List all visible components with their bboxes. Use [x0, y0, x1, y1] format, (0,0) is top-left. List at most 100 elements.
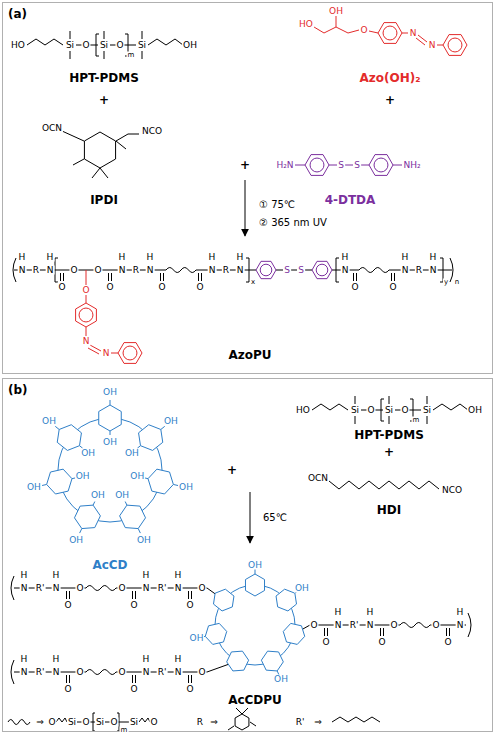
atom-label: OH: [102, 388, 118, 397]
bond-line: [381, 628, 384, 636]
atom-label: OH: [178, 483, 194, 492]
aromatic-circle: [316, 264, 328, 276]
bond-line: [189, 591, 192, 599]
atom-label: O: [129, 685, 138, 694]
atom-label: O: [63, 685, 72, 694]
atom-label: N: [52, 584, 61, 593]
atom-label: HO: [298, 20, 314, 29]
atom-label: OH: [68, 536, 84, 545]
atom-label: Si: [99, 41, 109, 50]
atom-label: H: [118, 253, 127, 262]
atom-label: m: [412, 417, 421, 424]
atom-label: Si: [95, 718, 105, 727]
atom-label: O: [117, 584, 126, 593]
atom-label: ⇒: [209, 718, 219, 727]
atom-label: S: [337, 161, 345, 170]
atom-label: H: [334, 608, 343, 617]
atom-label: O: [185, 685, 194, 694]
atom-label: O: [57, 283, 66, 292]
atom-label: OH: [124, 448, 140, 457]
dtda-structure: [295, 165, 402, 166]
atom-label: H: [366, 608, 375, 617]
pdms-structure: [27, 31, 183, 59]
bond-line: [11, 660, 238, 684]
atom-label: O: [195, 283, 204, 292]
atom-label: OH: [75, 472, 91, 481]
aromatic-circle: [310, 158, 324, 172]
bond-line: [67, 675, 70, 683]
atom-label: N: [429, 266, 438, 275]
atom-label: O: [117, 668, 126, 677]
atom-label: O: [75, 668, 84, 677]
bond-line: [11, 576, 224, 600]
atom-label: O: [149, 718, 158, 727]
atom-label: O: [197, 668, 206, 677]
bond-line: [255, 569, 256, 574]
bond-line: [294, 613, 471, 637]
aromatic-circle: [79, 308, 93, 322]
atom-label: N: [52, 668, 61, 677]
ring-hexagon: [76, 303, 97, 327]
aromatic-circle: [374, 158, 388, 172]
atom-label: R: [415, 266, 423, 275]
azo-structure: [314, 16, 443, 45]
atom-label: Si: [384, 406, 394, 415]
bond-line: [400, 623, 430, 628]
atom-label: H: [341, 253, 350, 262]
atom-label: OH: [467, 406, 483, 415]
atom-label: N: [334, 621, 343, 630]
atom-label: R': [35, 668, 46, 677]
ring-hexagon: [74, 505, 100, 528]
key-structure: [8, 708, 380, 731]
aromatic-circle: [123, 346, 137, 360]
atom-label: N: [20, 584, 29, 593]
atom-label: OH: [273, 675, 289, 684]
pdms-squiggle: [166, 268, 389, 273]
atom-label: OCN: [307, 474, 329, 483]
bond-line: [67, 591, 70, 599]
atom-label: OH: [163, 417, 179, 426]
compound-name: AcCD: [91, 559, 128, 571]
atom-label: N: [401, 266, 410, 275]
atom-label: x: [250, 279, 256, 286]
atom-label: N: [46, 266, 55, 275]
atom-label: ⇒: [35, 718, 45, 727]
atom-label: O: [197, 584, 206, 593]
atom-label: OCN: [41, 124, 63, 133]
atom-label: O: [129, 601, 138, 610]
hdi-structure: [329, 481, 439, 489]
panel-frame: (a): [2, 2, 493, 374]
atom-label: H: [236, 253, 245, 262]
atom-label: Si: [67, 718, 77, 727]
atom-label: Si: [65, 41, 75, 50]
atom-label: S: [283, 266, 291, 275]
atom-label: H: [174, 571, 183, 580]
bond-line: [125, 502, 127, 506]
ring-hexagon: [139, 425, 163, 451]
atom-label: O: [185, 601, 194, 610]
ring-hexagon: [84, 132, 115, 168]
ring-structure: [11, 23, 471, 730]
atom-label: N: [236, 266, 245, 275]
compound-name: HDI: [376, 504, 402, 516]
reaction-arrow: [245, 180, 246, 236]
atom-label: R: [132, 266, 140, 275]
atom-label: O: [388, 283, 397, 292]
bond-line: [86, 586, 116, 591]
bond-line: [161, 426, 165, 429]
atom-label: N: [118, 266, 127, 275]
compound-name: +: [384, 94, 396, 106]
compound-name: AcCDPU: [227, 694, 283, 706]
atom-label: OH: [90, 491, 106, 500]
compound-name: HPT-PDMS: [68, 72, 140, 84]
atom-label: O: [309, 621, 318, 630]
atom-label: O: [359, 26, 368, 35]
atom-label: OH: [294, 583, 310, 592]
atom-label: O: [81, 718, 90, 727]
atom-label: O: [350, 283, 359, 292]
ring-hexagon: [120, 505, 146, 528]
aromatic-circle: [260, 264, 272, 276]
bond-line: [80, 529, 82, 534]
reaction-arrow: [250, 492, 251, 543]
atom-label: OH: [182, 41, 198, 50]
